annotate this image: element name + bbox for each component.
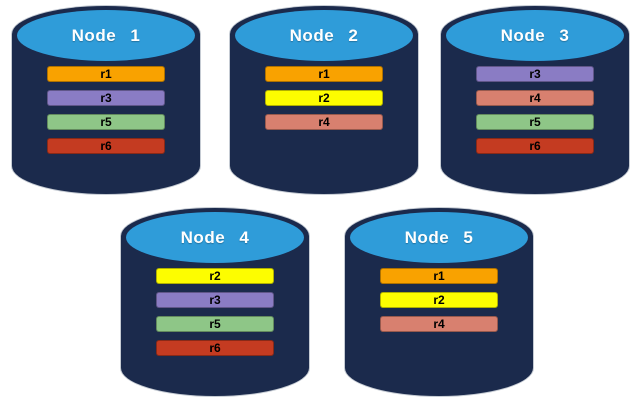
replica-list: r2 r3 r5 r6 (121, 268, 309, 356)
replica-bar-r4: r4 (476, 90, 594, 106)
replica-bar-r5: r5 (47, 114, 165, 130)
replica-bar-r5: r5 (476, 114, 594, 130)
node-title: Node 5 (404, 227, 474, 247)
node-title: Node 1 (71, 25, 141, 45)
node-title: Node 3 (500, 25, 570, 45)
node-cylinder-1: Node 1 r1 r3 r5 r6 (12, 6, 200, 194)
replica-bar-r6: r6 (156, 340, 274, 356)
replica-list: r1 r2 r4 (345, 268, 533, 332)
replica-list: r1 r3 r5 r6 (12, 66, 200, 154)
node-title: Node 2 (289, 25, 359, 45)
replica-bar-r1: r1 (265, 66, 383, 82)
node-cylinder-2: Node 2 r1 r2 r4 (230, 6, 418, 194)
node-cylinder-4: Node 4 r2 r3 r5 r6 (121, 208, 309, 396)
replica-list: r1 r2 r4 (230, 66, 418, 130)
replica-bar-r4: r4 (265, 114, 383, 130)
replica-bar-r2: r2 (380, 292, 498, 308)
replica-bar-r4: r4 (380, 316, 498, 332)
replica-list: r3 r4 r5 r6 (441, 66, 629, 154)
cylinder-top: Node 2 (235, 10, 413, 61)
cylinder-top: Node 3 (446, 10, 624, 61)
cylinder-top: Node 4 (126, 212, 304, 263)
replica-bar-r2: r2 (265, 90, 383, 106)
node-cylinder-3: Node 3 r3 r4 r5 r6 (441, 6, 629, 194)
replica-bar-r6: r6 (47, 138, 165, 154)
replica-bar-r3: r3 (156, 292, 274, 308)
node-title: Node 4 (180, 227, 250, 247)
replica-bar-r2: r2 (156, 268, 274, 284)
replica-bar-r3: r3 (476, 66, 594, 82)
cylinder-top: Node 1 (17, 10, 195, 61)
node-cylinder-5: Node 5 r1 r2 r4 (345, 208, 533, 396)
replica-bar-r5: r5 (156, 316, 274, 332)
replica-bar-r3: r3 (47, 90, 165, 106)
replica-bar-r1: r1 (380, 268, 498, 284)
replica-bar-r6: r6 (476, 138, 594, 154)
cylinder-top: Node 5 (350, 212, 528, 263)
replica-bar-r1: r1 (47, 66, 165, 82)
